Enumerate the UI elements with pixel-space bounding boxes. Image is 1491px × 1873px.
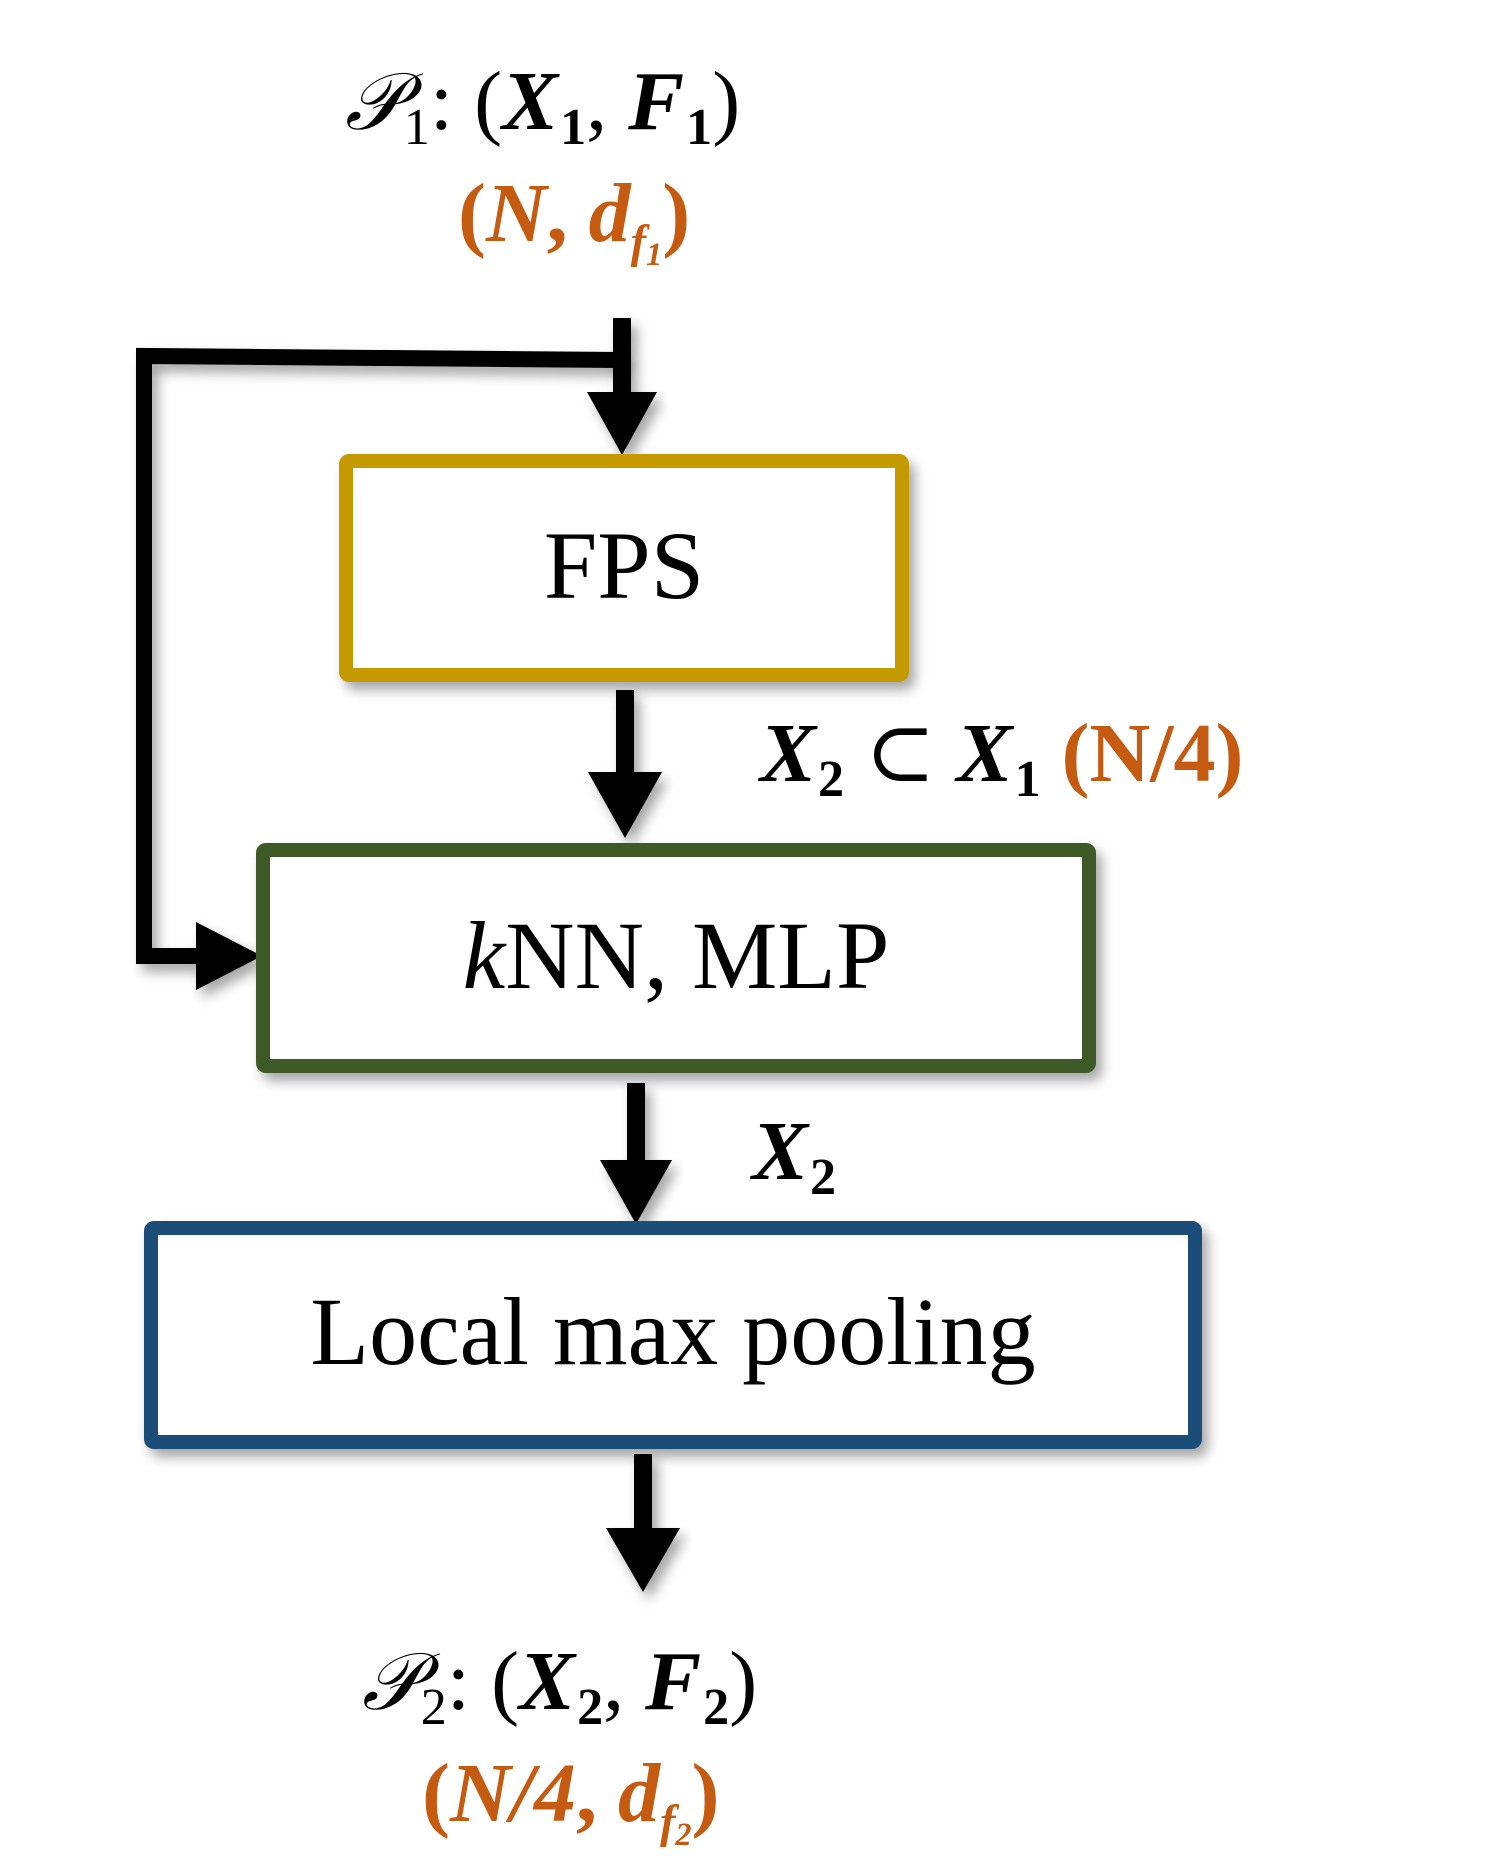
input-shape-label: (N, df1)	[458, 172, 690, 271]
input-tuple-close: )	[712, 55, 741, 148]
fps-box	[339, 454, 909, 682]
input-shape-d: d	[588, 167, 631, 260]
local-max-pooling-box	[144, 1221, 1202, 1449]
arrow-output	[606, 1454, 680, 1592]
input-x-index: 1	[560, 98, 587, 156]
output-shape-close: )	[691, 1747, 720, 1840]
input-shape-open: (	[458, 167, 486, 260]
output-tuple-open: : (	[446, 1635, 520, 1728]
input-f-symbol: F	[628, 55, 685, 148]
output-tuple-close: )	[729, 1635, 758, 1728]
input-point-cloud-label: 𝒫1: (X1, F1)	[345, 60, 740, 154]
output-shape-open: (	[422, 1747, 450, 1840]
input-shape-n: N	[485, 167, 547, 260]
subset-symbol: ⊂	[844, 707, 957, 800]
output-shape-d-sub: f2	[659, 1796, 692, 1853]
arrow-input-to-fps	[587, 318, 657, 455]
input-set-index: 1	[403, 98, 430, 156]
output-shape-n: N/4	[449, 1747, 576, 1840]
output-shape-d-subsub: 2	[675, 1816, 692, 1853]
arrow-knn-to-pooling	[600, 1083, 672, 1224]
knn-mlp-label: kNN, MLP	[263, 908, 1089, 1004]
input-shape-d-sub: f1	[630, 216, 663, 273]
subset-label: X2 ⊂ X1 (N/4)	[760, 712, 1244, 806]
input-x-symbol: X	[502, 55, 559, 148]
input-shape-close: )	[662, 167, 691, 260]
output-shape-comma: ,	[575, 1747, 618, 1840]
input-f-index: 1	[686, 98, 713, 156]
subset-x2-index: 2	[818, 750, 845, 808]
knn-mlp-box	[256, 843, 1096, 1073]
local-max-pooling-label: Local max pooling	[310, 1278, 1036, 1385]
subset-x1-symbol: X	[956, 707, 1013, 800]
subset-count: (N/4)	[1040, 707, 1244, 800]
fps-label: FPS	[543, 512, 705, 619]
subset-x2-symbol: X	[760, 707, 817, 800]
knn-mlp-text: NN, MLP	[505, 902, 890, 1009]
output-f-symbol: F	[645, 1635, 702, 1728]
output-shape-label: (N/4, df2)	[422, 1752, 720, 1851]
output-f-index: 2	[703, 1678, 730, 1736]
input-set-symbol: 𝒫	[345, 55, 403, 148]
output-x-index: 2	[577, 1678, 604, 1736]
x2-index: 2	[810, 1148, 837, 1206]
output-set-symbol: 𝒫	[362, 1635, 420, 1728]
output-x-symbol: X	[519, 1635, 576, 1728]
input-shape-d-subsub: 1	[646, 236, 663, 273]
output-set-index: 2	[420, 1678, 447, 1736]
knn-k-symbol: k	[462, 902, 506, 1009]
input-shape-comma: ,	[546, 167, 589, 260]
x2-label: X2	[752, 1110, 836, 1204]
arrow-skip-to-knn	[136, 347, 623, 990]
input-tuple-open: : (	[429, 55, 503, 148]
output-tuple-comma: ,	[603, 1635, 646, 1728]
output-shape-d: d	[617, 1747, 660, 1840]
output-point-cloud-label: 𝒫2: (X2, F2)	[362, 1640, 757, 1734]
x2-symbol: X	[752, 1105, 809, 1198]
input-tuple-comma: ,	[586, 55, 629, 148]
subset-x1-index: 1	[1014, 750, 1041, 808]
arrow-fps-to-knn	[588, 690, 662, 838]
